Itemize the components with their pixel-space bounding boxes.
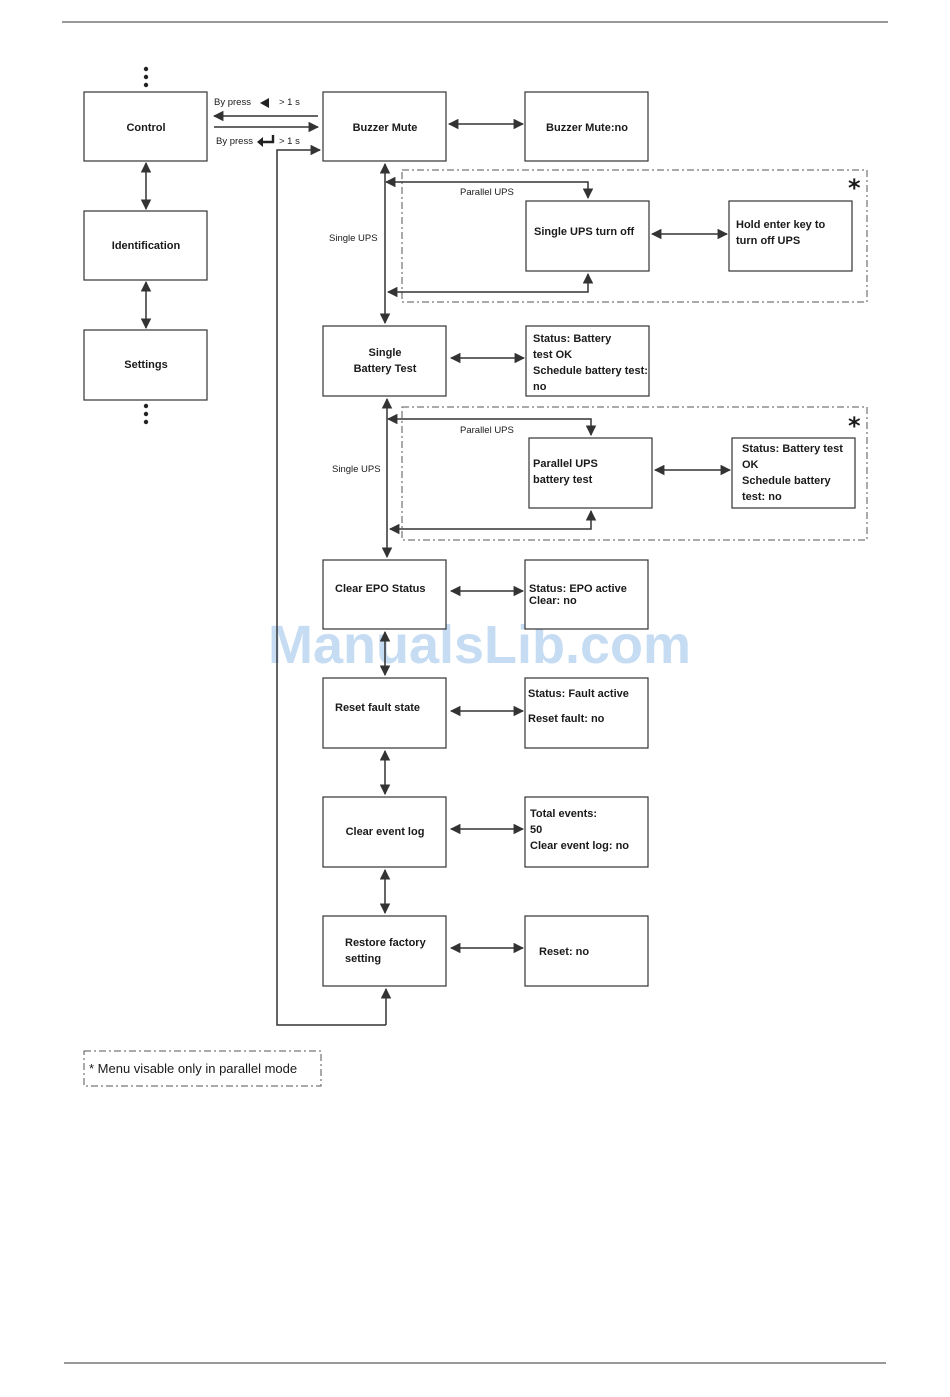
battery-status-label-2: test OK bbox=[533, 349, 572, 361]
event-log-node[interactable]: Total events: 50 Clear event log: no bbox=[524, 796, 649, 868]
single-ups-label-1: Single UPS bbox=[329, 233, 378, 244]
reset-value-node[interactable]: Reset: no bbox=[524, 915, 649, 987]
parallel-branch-1-out bbox=[386, 272, 594, 298]
epo-status-label-2: Clear: no bbox=[529, 595, 577, 607]
single-ups-label-2: Single UPS bbox=[332, 464, 381, 475]
clear-event-log-label: Clear event log bbox=[346, 826, 425, 838]
parallel-status-label-3: Schedule battery bbox=[742, 475, 832, 487]
single-battery-test-label-2: Battery Test bbox=[354, 363, 417, 375]
parallel-ups-label-2: Parallel UPS bbox=[460, 425, 514, 436]
return-loop-connector bbox=[276, 144, 386, 1026]
reset-value-label: Reset: no bbox=[539, 946, 589, 958]
left-triangle-icon bbox=[260, 98, 269, 108]
footnote-text: * Menu visable only in parallel mode bbox=[89, 1061, 297, 1076]
settings-label: Settings bbox=[124, 359, 167, 371]
fault-status-label-1: Status: Fault active bbox=[528, 688, 629, 700]
control-node[interactable]: Control bbox=[83, 91, 208, 162]
battery-status-label-3: Schedule battery test: bbox=[533, 365, 648, 377]
reset-fault-state-node[interactable]: Reset fault state bbox=[322, 677, 447, 749]
settings-node[interactable]: Settings bbox=[83, 329, 208, 401]
buzzer-mute-value-label: Buzzer Mute:no bbox=[546, 122, 628, 134]
parallel-branch-1-in bbox=[384, 176, 594, 200]
duration-enter-label: > 1 s bbox=[279, 136, 300, 147]
clear-epo-status-label: Clear EPO Status bbox=[335, 583, 425, 595]
battery-status-label-4: no bbox=[533, 381, 547, 393]
parallel-star-1: * bbox=[848, 174, 861, 202]
parallel-star-2: * bbox=[848, 412, 861, 440]
restore-factory-label-2: setting bbox=[345, 953, 381, 965]
buzzer-mute-node[interactable]: Buzzer Mute bbox=[322, 91, 447, 162]
parallel-region-battery-test bbox=[401, 406, 868, 541]
parallel-battery-test-label-2: battery test bbox=[533, 474, 593, 486]
parallel-status-label-2: OK bbox=[742, 459, 759, 471]
event-log-label-1: Total events: bbox=[530, 808, 597, 820]
parallel-ups-label-1: Parallel UPS bbox=[460, 187, 514, 198]
ellipsis-top-icon bbox=[143, 66, 149, 88]
parallel-branch-2-out bbox=[388, 509, 597, 535]
parallel-status-node[interactable]: Status: Battery test OK Schedule battery… bbox=[731, 437, 856, 509]
parallel-status-label-1: Status: Battery test bbox=[742, 443, 843, 455]
hold-enter-label-2: turn off UPS bbox=[736, 235, 800, 247]
parallel-region-turn-off bbox=[401, 169, 868, 303]
clear-event-log-node[interactable]: Clear event log bbox=[322, 796, 447, 868]
by-press-enter-label: By press bbox=[216, 136, 253, 147]
buzzer-mute-value-node[interactable]: Buzzer Mute:no bbox=[524, 91, 649, 162]
reset-fault-state-label: Reset fault state bbox=[335, 702, 420, 714]
parallel-battery-test-node[interactable]: Parallel UPS battery test bbox=[528, 437, 653, 509]
epo-status-label-1: Status: EPO active bbox=[529, 583, 627, 595]
battery-status-node[interactable]: Status: Battery test OK Schedule battery… bbox=[525, 325, 650, 397]
single-battery-test-label-1: Single bbox=[368, 347, 401, 359]
single-ups-turn-off-node[interactable]: Single UPS turn off bbox=[525, 200, 650, 272]
single-battery-test-node[interactable]: Single Battery Test bbox=[322, 325, 447, 397]
buzzer-mute-label: Buzzer Mute bbox=[353, 122, 418, 134]
fault-status-node[interactable]: Status: Fault active Reset fault: no bbox=[524, 677, 649, 749]
restore-factory-node[interactable]: Restore factory setting bbox=[322, 915, 447, 987]
battery-status-label-1: Status: Battery bbox=[533, 333, 612, 345]
event-log-label-3: Clear event log: no bbox=[530, 840, 629, 852]
restore-factory-label-1: Restore factory bbox=[345, 937, 427, 949]
by-press-back-label: By press bbox=[214, 97, 251, 108]
parallel-branch-2-in bbox=[386, 413, 597, 437]
single-ups-turn-off-label: Single UPS turn off bbox=[534, 226, 635, 238]
parallel-battery-test-label-1: Parallel UPS bbox=[533, 458, 598, 470]
fault-status-label-2: Reset fault: no bbox=[528, 713, 605, 725]
hold-enter-node[interactable]: Hold enter key to turn off UPS bbox=[728, 200, 853, 272]
epo-status-node[interactable]: Status: EPO active Clear: no bbox=[524, 559, 649, 630]
footnote-box bbox=[83, 1050, 322, 1087]
ellipsis-bottom-icon bbox=[143, 403, 149, 425]
event-log-label-2: 50 bbox=[530, 824, 542, 836]
identification-label: Identification bbox=[112, 240, 181, 252]
clear-epo-status-node[interactable]: Clear EPO Status bbox=[322, 559, 447, 630]
identification-node[interactable]: Identification bbox=[83, 210, 208, 281]
enter-key-icon bbox=[257, 135, 275, 147]
duration-back-label: > 1 s bbox=[279, 97, 300, 108]
parallel-status-label-4: test: no bbox=[742, 491, 782, 503]
hold-enter-label-1: Hold enter key to bbox=[736, 219, 826, 231]
control-label: Control bbox=[126, 122, 165, 134]
